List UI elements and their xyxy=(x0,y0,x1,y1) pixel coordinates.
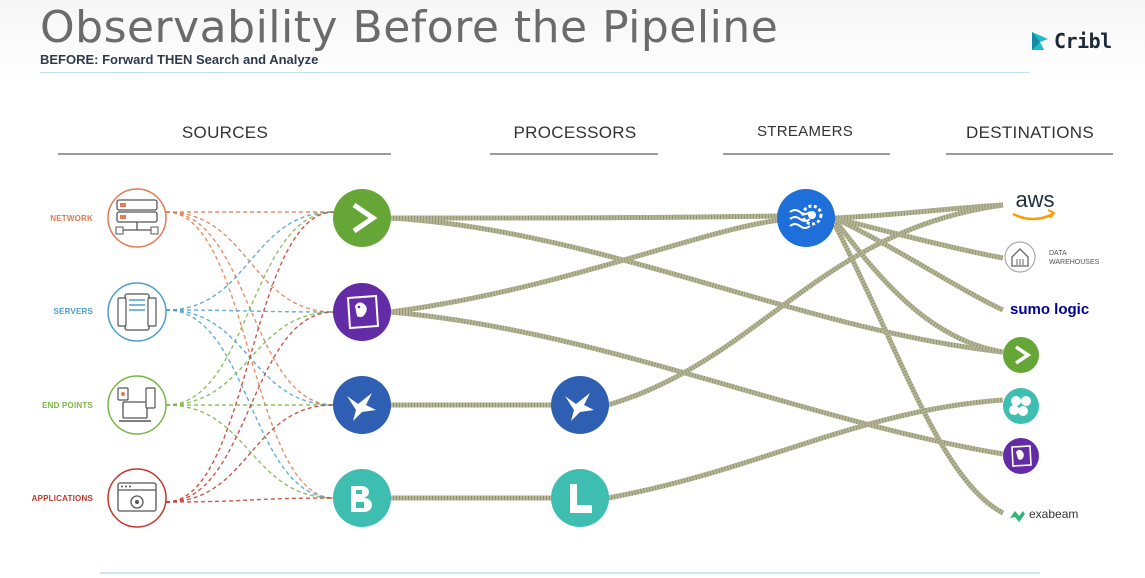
streamer-icon xyxy=(777,189,835,247)
trunk-dots-9 xyxy=(834,215,1004,261)
column-header-sources: SOURCES xyxy=(181,123,269,142)
elastic-destination-icon xyxy=(1003,388,1039,424)
trunk-dots-7 xyxy=(607,397,1004,501)
trunk-dots-0 xyxy=(389,213,781,221)
column-rule-streamers xyxy=(723,153,890,155)
datadog-agent-icon xyxy=(333,283,391,341)
column-rule-processors xyxy=(490,153,658,155)
cribl-logo-icon xyxy=(1032,32,1048,50)
source-connections xyxy=(165,211,335,503)
column-rule-destinations xyxy=(946,153,1113,155)
splunk-destination-icon xyxy=(1003,337,1039,373)
brand-logo: Cribl xyxy=(1030,27,1112,55)
data-warehouses-line1: DATA xyxy=(1049,250,1067,257)
source-label-servers: SERVERS xyxy=(53,307,93,316)
trunk-line-0 xyxy=(389,213,781,221)
data-warehouse-icon xyxy=(1004,241,1036,273)
column-header-destinations: DESTINATIONS xyxy=(966,123,1094,142)
applications-source-icon xyxy=(107,468,167,528)
trunk-line-3 xyxy=(389,309,1004,457)
trunk-dots-11 xyxy=(833,218,1004,355)
fan-line-servers-0 xyxy=(165,211,335,311)
trunk-dots-8 xyxy=(834,202,1004,221)
fan-line-endpoints-0 xyxy=(165,211,335,406)
trunk-line-12 xyxy=(832,223,1005,516)
column-header-processors: PROCESSORS xyxy=(513,123,637,142)
sumo-logic-text: sumo logic xyxy=(1010,301,1089,318)
splunk-forwarder-icon xyxy=(333,189,391,247)
fan-line-applications-0 xyxy=(165,211,335,503)
aws-logo-text: aws xyxy=(1015,187,1054,212)
fan-line-applications-1 xyxy=(165,311,335,503)
page-title: Observability Before the Pipeline xyxy=(40,2,779,53)
column-header-streamers: STREAMERS xyxy=(756,123,854,140)
trunk-line-5 xyxy=(607,202,1004,408)
fan-line-servers-3 xyxy=(165,309,335,499)
page-subtitle: BEFORE: Forward THEN Search and Analyze xyxy=(40,52,319,67)
column-rule-sources xyxy=(58,153,391,155)
bottom-divider xyxy=(100,572,1040,574)
fan-line-servers-1 xyxy=(165,309,335,313)
datadog-destination-icon xyxy=(1003,438,1039,474)
fan-line-applications-3 xyxy=(165,497,335,503)
elastic-beats-icon xyxy=(333,469,391,527)
aws-smile-icon xyxy=(1012,209,1056,221)
servers-source-icon xyxy=(107,282,167,342)
trunk-dots-2 xyxy=(389,217,781,315)
data-warehouses-line2: WAREHOUSES xyxy=(1049,259,1100,266)
exabeam-text: exabeam xyxy=(1029,507,1078,521)
trunk-line-2 xyxy=(389,217,781,315)
fan-line-applications-2 xyxy=(165,404,335,503)
endpoints-source-icon xyxy=(107,375,167,435)
cribl-edge-forwarder-icon xyxy=(333,376,391,434)
forwarding-connections xyxy=(389,202,1005,516)
title-divider xyxy=(40,72,1030,73)
logstash-processor-icon xyxy=(551,469,609,527)
trunk-line-1 xyxy=(389,215,1004,355)
fan-line-endpoints-3 xyxy=(165,404,335,499)
exabeam-icon xyxy=(1010,511,1025,522)
trunk-dots-10 xyxy=(833,215,1005,313)
source-label-endpoints: END POINTS xyxy=(42,401,93,410)
fan-line-network-3 xyxy=(165,211,335,499)
network-source-icon xyxy=(107,188,167,248)
source-label-network: NETWORK xyxy=(50,214,93,223)
cribl-processor-icon xyxy=(551,376,609,434)
source-label-applications: APPLICATIONS xyxy=(31,494,93,503)
brand-name: Cribl xyxy=(1054,29,1112,53)
trunk-dots-12 xyxy=(832,223,1005,516)
